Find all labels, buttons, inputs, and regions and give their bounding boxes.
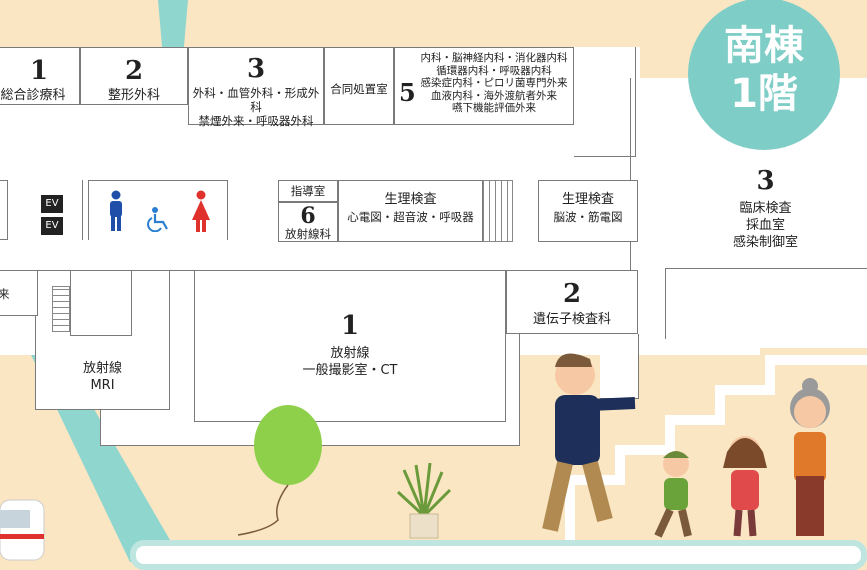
room-label: 生理検査 [561,192,614,207]
room-label: 採血室 [745,218,785,233]
father-illustration [542,353,636,532]
room-number: 3 [756,166,775,196]
accessible-restroom-icon [147,207,168,232]
restrooms[interactable] [88,180,228,240]
room-label: 生理検査 [384,192,437,207]
info-panel [130,540,867,570]
room-clinical-lab[interactable]: 3 臨床検査 採血室 感染制御室 [668,168,863,268]
room-label: 来 [0,287,10,301]
dept-line: 循環器内科・呼吸器内科 [436,64,552,77]
building-name: 南棟 [724,23,804,69]
dept-line: 血液内科・海外渡航者外来 [431,89,557,102]
room-number: 3 [246,54,266,84]
room-label: 感染制御室 [732,235,798,250]
room-number: 2 [124,56,144,86]
room-radiology-ct[interactable]: 1 放射線 一般撮影室・CT [194,270,506,422]
room-surgery[interactable]: 3 外科・血管外科・形成外科 禁煙外来・呼吸器外科 [188,47,324,128]
room-mri[interactable]: 放射線 MRI [60,360,145,404]
room-label: 外科・血管外科・形成外科 [192,86,320,114]
room-number: 6 [300,203,316,229]
room-physiology-exam-1[interactable]: 生理検査 心電図・超音波・呼吸器 [338,180,483,242]
room-label: 総合診療科 [0,88,66,103]
room-label: 心電図・超音波・呼吸器 [347,210,474,224]
room-radiology-dept[interactable]: 6 放射線科 [278,202,338,242]
ambulance-illustration [0,499,45,561]
room-label: 脳波・筋電図 [553,210,623,224]
balloon-illustration [237,405,322,536]
stairs-icon [52,286,70,332]
grandmother-illustration [790,378,830,536]
room-label: 整形外科 [107,88,160,103]
elevator-hall [38,180,83,240]
room-label: 指導室 [290,184,326,198]
room-physiology-exam-2[interactable]: 生理検査 脳波・筋電図 [538,180,638,242]
room-label: 放射線 [330,346,370,361]
plant-illustration [396,462,452,539]
storage-room [70,270,132,336]
dept-line: 内科・脳神経内科・消化器内科 [420,52,568,64]
room-label: 禁煙外来・呼吸器外科 [198,114,314,128]
room-orthopedics[interactable]: 2 整形外科 [80,47,188,105]
room-number: 1 [340,311,360,341]
room-label: 放射線科 [285,227,331,241]
dept-line: 嚥下機能評価外来 [452,102,536,114]
dept-line: 感染症内科・ピロリ菌専門外来 [420,77,568,89]
room-label: 遺伝子検査科 [532,312,611,327]
room-label: 臨床検査 [739,201,792,216]
room-joint-treatment[interactable]: 合同処置室 [324,47,394,125]
room-guidance[interactable]: 指導室 [278,180,338,202]
wall-segment [600,334,639,399]
room-left-edge [0,180,8,240]
room-number: 5 [399,78,416,107]
room-genetic-testing[interactable]: 2 遺伝子検査科 [506,270,638,334]
room-label: 放射線 [82,361,122,376]
male-restroom-icon [110,190,122,231]
wall-segment [574,47,636,157]
room-label: MRI [90,378,115,393]
room-number: 2 [562,279,582,309]
east-wing-lower [665,268,867,339]
elevator-icon: EV [40,216,64,236]
child-illustration [654,451,692,538]
room-label: 合同処置室 [330,82,388,96]
floor-number: 1階 [730,71,798,117]
room-general-medicine[interactable]: 1 総合診療科 [0,47,80,105]
room-internal-medicine[interactable]: 5 内科・脳神経内科・消化器内科 循環器内科・呼吸器内科 感染症内科・ピロリ菌専… [394,47,574,125]
stairs-icon [483,180,513,242]
girl-illustration [723,436,767,537]
female-restroom-icon [192,190,210,232]
decorative-steps [565,355,867,562]
room-number: 1 [29,56,49,86]
room-label: 一般撮影室・CT [302,363,398,378]
floor-badge: 南棟 1階 [688,0,840,150]
elevator-icon: EV [40,194,64,214]
room-left-cut[interactable]: 来 [0,270,38,316]
